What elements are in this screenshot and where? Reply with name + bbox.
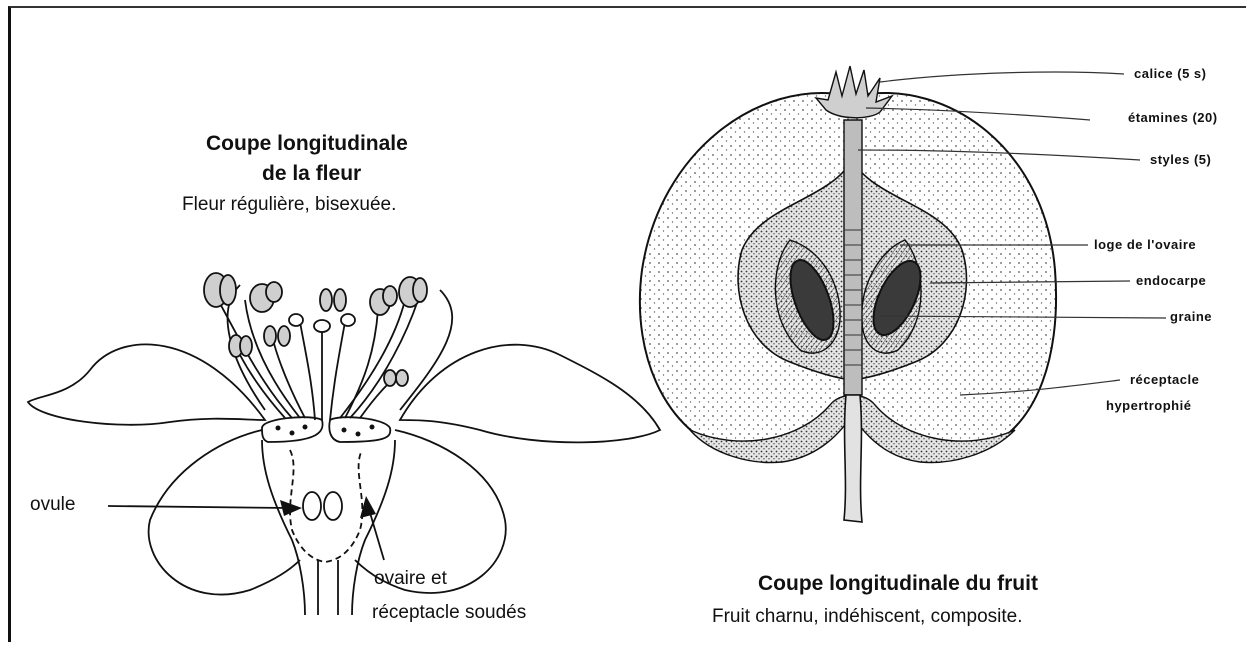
label-endocarpe: endocarpe xyxy=(1136,273,1206,288)
fruit-diagram xyxy=(640,66,1056,522)
label-ovaire-line2: réceptacle soudés xyxy=(372,602,526,624)
label-calice: calice (5 s) xyxy=(1134,66,1207,81)
label-ovaire-line1: ovaire et xyxy=(374,568,447,590)
label-styles: styles (5) xyxy=(1150,152,1211,167)
flower-title-line1: Coupe longitudinale xyxy=(206,132,408,156)
central-axis xyxy=(844,120,862,395)
flower-diagram xyxy=(28,273,660,615)
label-receptacle-line1: réceptacle xyxy=(1130,372,1199,387)
label-etamines: étamines (20) xyxy=(1128,110,1218,125)
ovary-outline xyxy=(290,450,362,562)
left-petal xyxy=(28,344,265,424)
label-graine: graine xyxy=(1170,309,1212,324)
label-ovule: ovule xyxy=(30,494,75,516)
lower-left-sepal xyxy=(149,430,300,595)
nectary-right xyxy=(329,417,390,442)
label-receptacle-line2: hypertrophié xyxy=(1106,398,1191,413)
fruit-stalk xyxy=(844,395,862,522)
right-back-petal xyxy=(400,290,452,410)
ovule-arrow xyxy=(108,500,302,516)
ovule-shape xyxy=(303,492,321,520)
flower-title-line2: de la fleur xyxy=(262,162,361,186)
label-loge: loge de l'ovaire xyxy=(1094,237,1196,252)
right-petal xyxy=(400,345,660,443)
fruit-subtitle: Fruit charnu, indéhiscent, composite. xyxy=(712,606,1023,628)
nectary-left xyxy=(262,417,323,442)
fruit-title: Coupe longitudinale du fruit xyxy=(758,572,1038,596)
calyx-tuft xyxy=(816,66,892,118)
flower-subtitle: Fleur régulière, bisexuée. xyxy=(182,194,396,216)
